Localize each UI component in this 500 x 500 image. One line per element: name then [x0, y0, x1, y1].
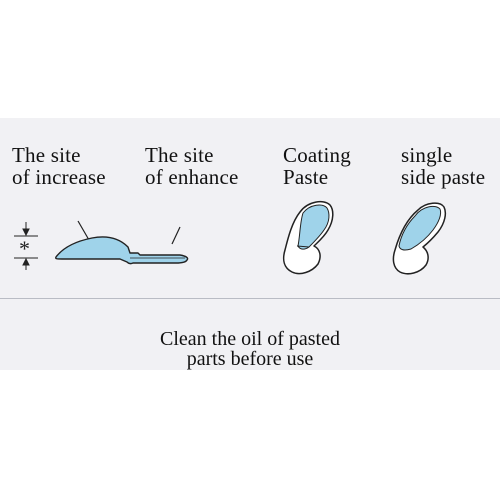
insole-profile-shape — [55, 236, 189, 265]
label-coating-paste: Coating Paste — [283, 143, 351, 189]
usage-caption: Clean the oil of pasted parts before use — [160, 328, 340, 370]
pointer-line-enhance — [171, 226, 181, 245]
pointer-line-increase — [77, 220, 90, 241]
single-side-paste-heel-pad — [392, 202, 447, 275]
divider-line — [0, 298, 500, 299]
thickness-marker-symbol: * — [19, 236, 30, 261]
label-site-of-increase: The site of increase — [12, 143, 106, 189]
label-site-of-enhance: The site of enhance — [145, 143, 239, 189]
coating-paste-heel-pad — [282, 200, 334, 275]
thickness-dimension-marker — [14, 222, 38, 270]
label-single-side-paste: single side paste — [401, 143, 486, 189]
